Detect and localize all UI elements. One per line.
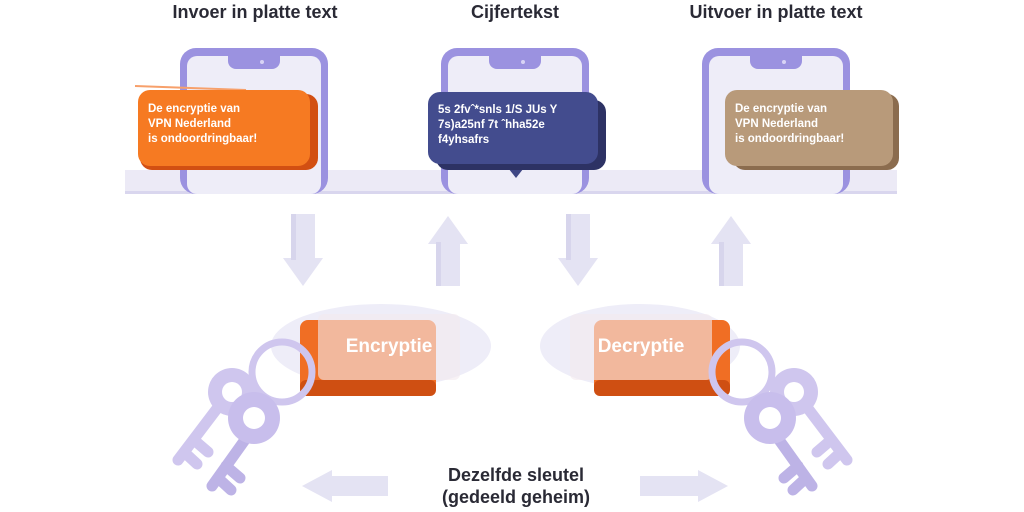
bubble-line: is ondoordringbaar! xyxy=(735,133,845,145)
bubble-line: 5s 2fvˆ*snls 1/S JUs Y xyxy=(438,104,558,116)
key-icon xyxy=(206,392,280,496)
bubble-line: De encryptie van xyxy=(735,103,828,115)
cipher-heading: Cijfertekst xyxy=(470,2,560,22)
caption-line: Dezelfde sleutel xyxy=(447,465,585,485)
arrow-down-icon xyxy=(558,214,598,286)
input-bubble-streak xyxy=(134,85,247,91)
arrow-down-icon xyxy=(283,214,323,286)
arrow-right-icon xyxy=(640,470,728,502)
input-bubble: De encryptie van VPN Nederland is ondoor… xyxy=(138,90,310,166)
bubble-line: VPN Nederland xyxy=(735,118,819,130)
decrypt-label-panel xyxy=(570,314,712,380)
shared-key-caption: Dezelfde sleutel (gedeeld geheim) xyxy=(400,464,632,508)
bubble-line: De encryptie van xyxy=(148,103,241,115)
encrypt-label-panel xyxy=(318,314,460,380)
key-ring xyxy=(248,338,316,406)
encrypt-tag-shade xyxy=(300,380,436,396)
decrypt-tag-label: Decryptie xyxy=(597,336,685,357)
decrypt-tag-shade xyxy=(594,380,730,396)
bubble-line: is ondoordringbaar! xyxy=(148,133,258,145)
bubble-line: f4yhsafrs xyxy=(438,134,490,146)
cipher-bubble: 5s 2fvˆ*snls 1/S JUs Y 7s)a25nf 7t ˆhha5… xyxy=(428,92,598,164)
key-icon xyxy=(744,392,818,496)
arrow-left-icon xyxy=(302,470,388,502)
bubble-line: VPN Nederland xyxy=(148,118,232,130)
output-heading: Uitvoer in platte text xyxy=(689,2,863,22)
output-bubble: De encryptie van VPN Nederland is ondoor… xyxy=(725,90,893,166)
key-ring xyxy=(708,338,776,406)
arrow-up-icon xyxy=(711,216,751,286)
input-heading: Invoer in platte text xyxy=(172,2,338,22)
encrypt-tag-label: Encryptie xyxy=(345,336,433,357)
caption-line: (gedeeld geheim) xyxy=(441,487,591,507)
bubble-line: 7s)a25nf 7t ˆhha52e xyxy=(438,119,545,131)
arrow-up-icon xyxy=(428,216,468,286)
